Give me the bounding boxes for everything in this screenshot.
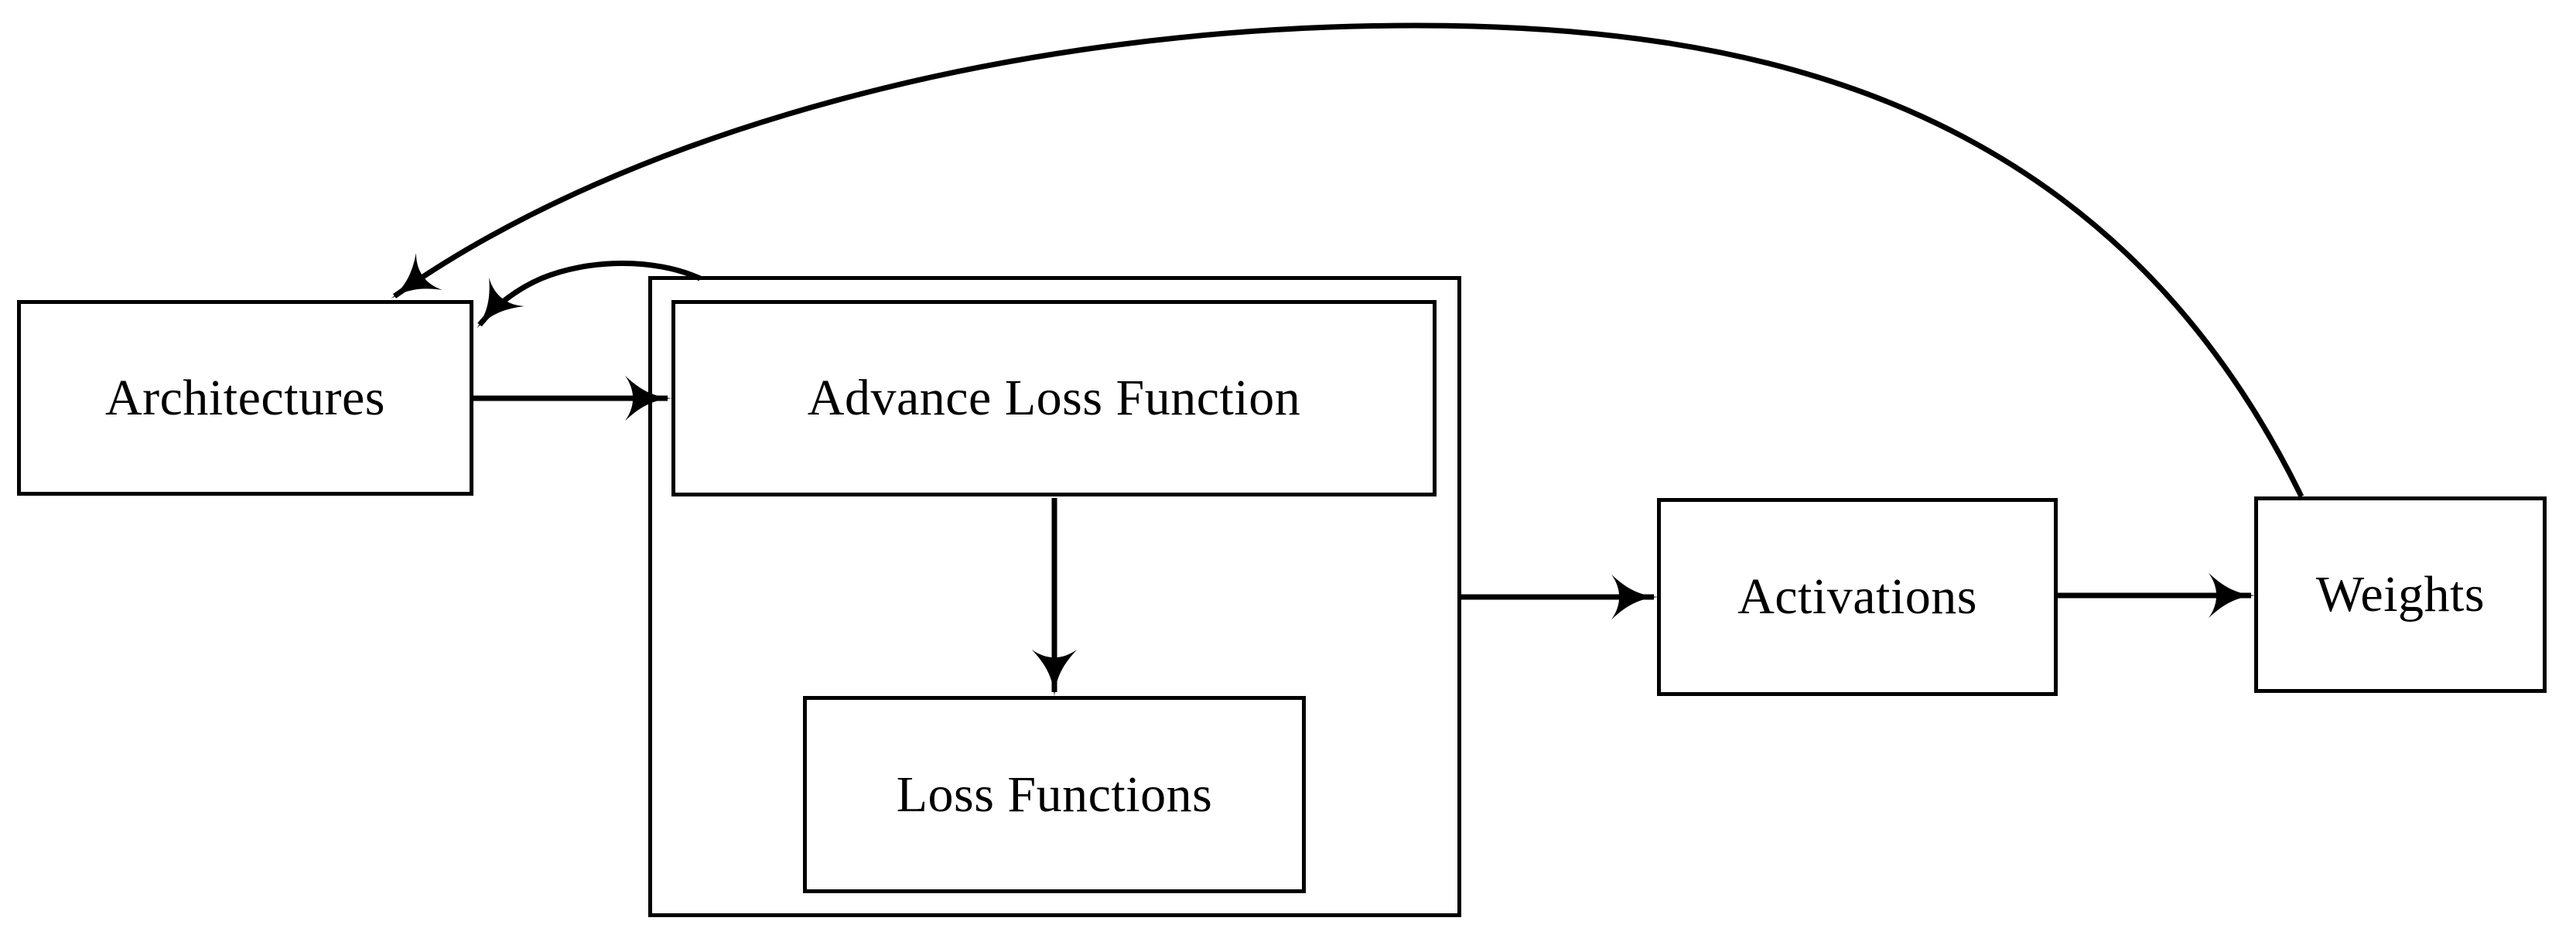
node-activations[interactable]: Activations — [1657, 498, 2058, 696]
edge-group-to-architectures — [477, 261, 702, 329]
node-advance-loss-group-container[interactable] — [648, 276, 1461, 917]
node-weights-label: Weights — [2315, 566, 2485, 623]
node-activations-label: Activations — [1737, 568, 1977, 625]
node-weights[interactable]: Weights — [2254, 496, 2547, 693]
node-advance-loss-function[interactable]: Advance Loss Function — [671, 300, 1437, 496]
edge-weights-to-architectures — [391, 22, 2304, 498]
node-architectures-label: Architectures — [105, 369, 385, 426]
node-advance-loss-function-label: Advance Loss Function — [807, 370, 1301, 426]
node-architectures[interactable]: Architectures — [17, 300, 473, 496]
node-loss-functions[interactable]: Loss Functions — [803, 696, 1306, 893]
node-loss-functions-label: Loss Functions — [896, 766, 1213, 823]
